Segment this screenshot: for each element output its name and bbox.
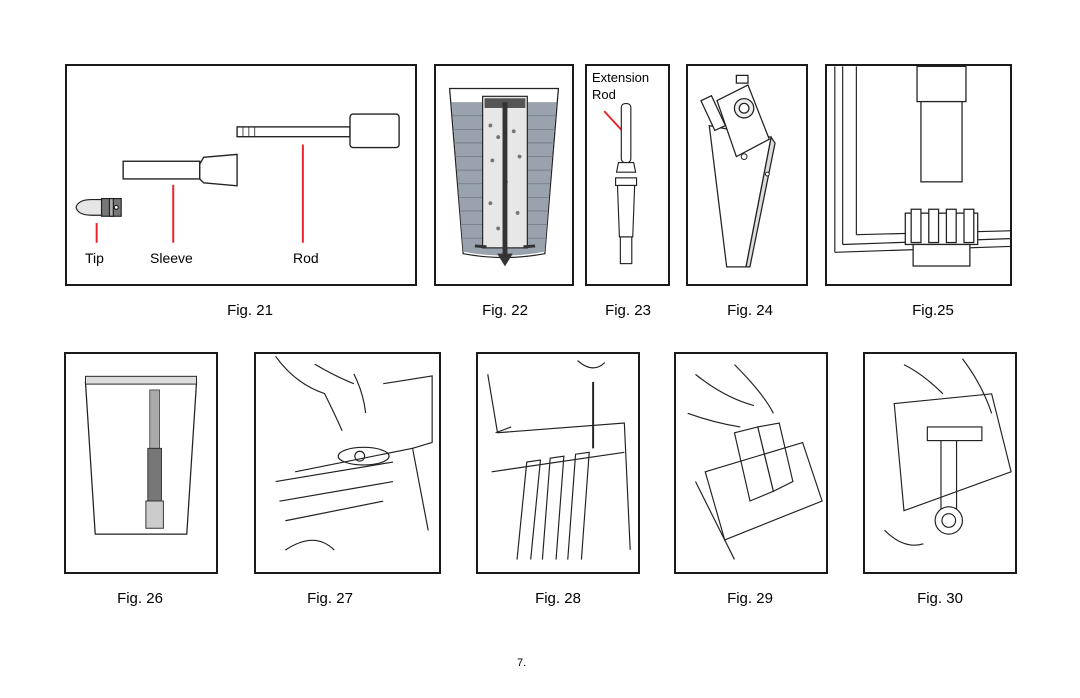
figure-28-panel [476, 352, 640, 574]
figure-24-panel [686, 64, 808, 286]
page-number: 7. [517, 657, 527, 669]
figure-25-caption: Fig.25 [912, 302, 954, 319]
valve-alignment-illustration [834, 66, 1010, 267]
rod-shaft [920, 100, 963, 183]
screwdriver-in-base-illustration [487, 360, 631, 560]
rod-parts-illustration [75, 113, 400, 243]
figure-21-panel: Tip Sleeve Rod [65, 64, 417, 286]
sleeve-drawing [122, 153, 238, 187]
figure-30-panel [863, 352, 1017, 574]
figure-21-caption: Fig. 21 [227, 302, 273, 319]
sleeve-label: Sleeve [150, 250, 193, 266]
filter-in-water-illustration [448, 87, 560, 267]
extension-rod-label: Extension Rod [592, 70, 650, 102]
figure-27-panel [254, 352, 441, 574]
tip-drawing [75, 197, 122, 217]
figure-29-panel [674, 352, 828, 574]
figure-23-caption: Fig. 23 [605, 302, 651, 319]
figure-24-caption: Fig. 24 [727, 302, 773, 319]
extension-rod-illustration [603, 102, 638, 265]
figure-22-caption: Fig. 22 [482, 302, 528, 319]
rod-label: Rod [293, 250, 319, 266]
figure-27-caption: Fig. 27 [307, 590, 353, 607]
figure-25-panel [825, 64, 1012, 286]
rod-drawing [236, 113, 400, 149]
figure-22-panel [434, 64, 574, 286]
lifting-lid-hand-illustration [275, 355, 433, 551]
figure-28-caption: Fig. 28 [535, 590, 581, 607]
reservoir-with-rod-illustration [84, 375, 198, 535]
figure-23-panel: Extension Rod [585, 64, 670, 286]
tip-label: Tip [85, 250, 104, 266]
figure-26-panel [64, 352, 218, 574]
wrench-on-valve-illustration [884, 358, 1012, 546]
figure-30-caption: Fig. 30 [917, 590, 963, 607]
removing-filter-illustration [687, 364, 823, 560]
figure-26-caption: Fig. 26 [117, 590, 163, 607]
open-lid-illustration [700, 74, 776, 268]
flip-lid [716, 84, 771, 158]
figure-29-caption: Fig. 29 [727, 590, 773, 607]
